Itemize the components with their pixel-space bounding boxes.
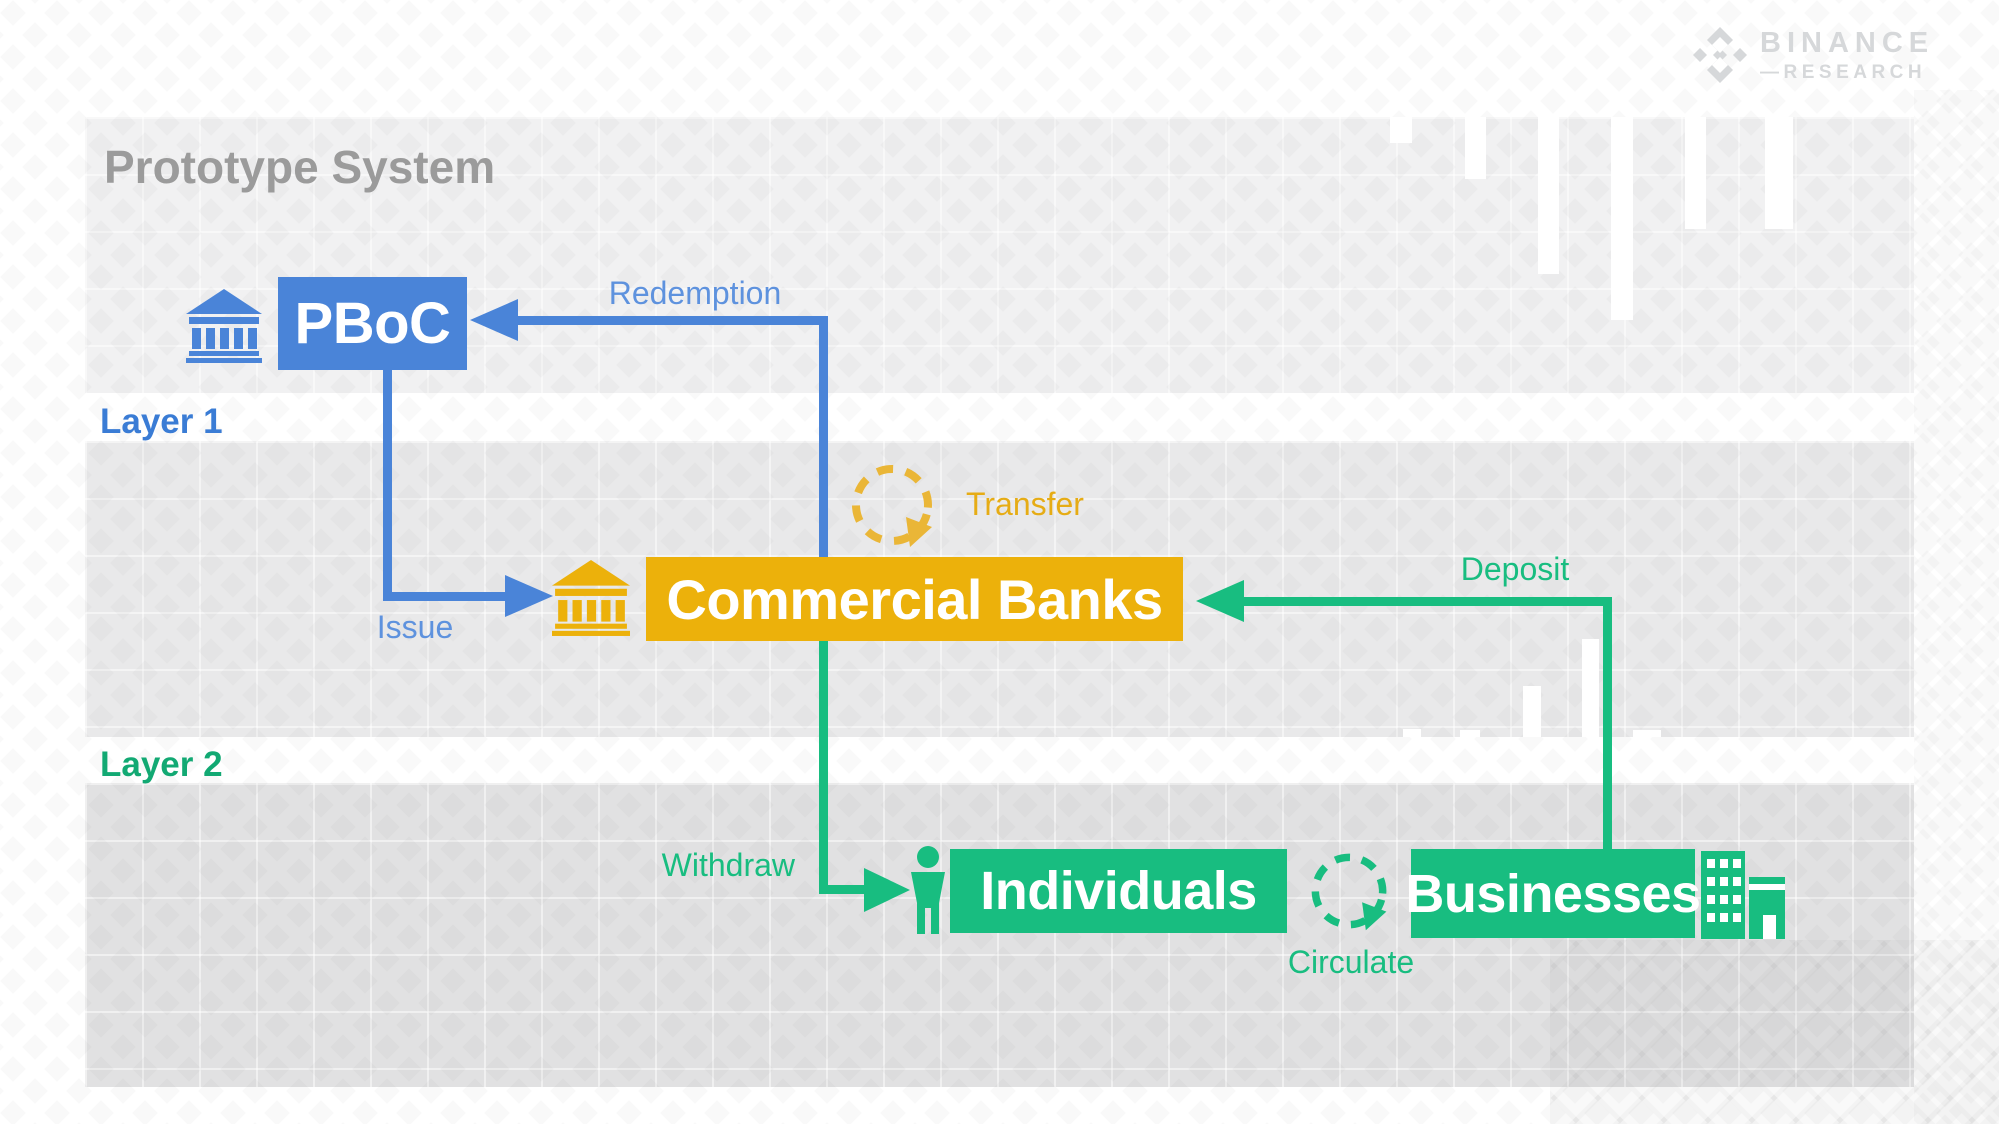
- circulate-label: Circulate: [1287, 944, 1415, 980]
- commercial-banks-node-label: Commercial Banks: [666, 567, 1163, 631]
- issue-line-vertical: [383, 367, 392, 596]
- binance-research-logo: BINANCE —RESEARCH: [1692, 26, 1934, 84]
- decor-bar: [1390, 117, 1412, 143]
- transfer-cycle-icon: [852, 465, 932, 547]
- deposit-line-vertical: [1603, 597, 1612, 849]
- redemption-line-vertical: [819, 316, 828, 557]
- withdraw-line-horizontal: [819, 885, 871, 894]
- buildings-icon: [1701, 851, 1785, 939]
- decor-bar: [1582, 639, 1599, 737]
- central-bank-icon: [186, 289, 262, 363]
- deposit-arrowhead: [1196, 580, 1244, 622]
- redemption-line-horizontal: [512, 316, 828, 325]
- deposit-line-horizontal: [1244, 597, 1612, 606]
- redemption-arrowhead: [470, 299, 518, 341]
- circulate-cycle-icon: [1311, 853, 1387, 931]
- transfer-label: Transfer: [966, 486, 1084, 522]
- businesses-node-label: Businesses: [1405, 863, 1701, 924]
- decor-bar: [1765, 117, 1793, 229]
- decor-bar: [1685, 117, 1706, 229]
- individuals-node-label: Individuals: [980, 861, 1257, 921]
- decor-bar: [1538, 117, 1559, 274]
- decor-bar: [1611, 117, 1633, 320]
- page-title: Prototype System: [104, 141, 496, 193]
- decor-bar: [1633, 730, 1661, 737]
- person-icon: [911, 846, 945, 934]
- decor-bar: [1523, 686, 1541, 737]
- decor-bar: [1465, 117, 1486, 179]
- redemption-label: Redemption: [608, 275, 782, 311]
- issue-label: Issue: [376, 609, 454, 645]
- commercial-bank-icon: [552, 560, 630, 636]
- individuals-node: Individuals: [950, 849, 1287, 933]
- issue-line-horizontal: [383, 592, 505, 601]
- layer1-label: Layer 1: [100, 402, 223, 441]
- binance-logo-icon: [1693, 27, 1747, 83]
- layer2-label: Layer 2: [100, 745, 223, 784]
- pboc-node: PBoC: [278, 277, 467, 370]
- deposit-label: Deposit: [1460, 551, 1570, 587]
- withdraw-arrowhead: [864, 868, 910, 912]
- brand-subtitle: —RESEARCH: [1760, 61, 1927, 83]
- diamond-pattern-right: [1914, 90, 1999, 1124]
- withdraw-line-vertical: [819, 641, 828, 894]
- withdraw-label: Withdraw: [661, 847, 795, 883]
- decor-bar: [1403, 729, 1421, 737]
- businesses-node: Businesses: [1405, 849, 1701, 938]
- commercial-banks-node: Commercial Banks: [646, 557, 1183, 641]
- pboc-node-label: PBoC: [294, 291, 451, 356]
- issue-arrowhead: [505, 575, 553, 617]
- binance-logo-text: BINANCE —RESEARCH: [1760, 26, 1935, 83]
- decor-bar: [1460, 730, 1480, 737]
- brand-name: BINANCE: [1760, 26, 1935, 59]
